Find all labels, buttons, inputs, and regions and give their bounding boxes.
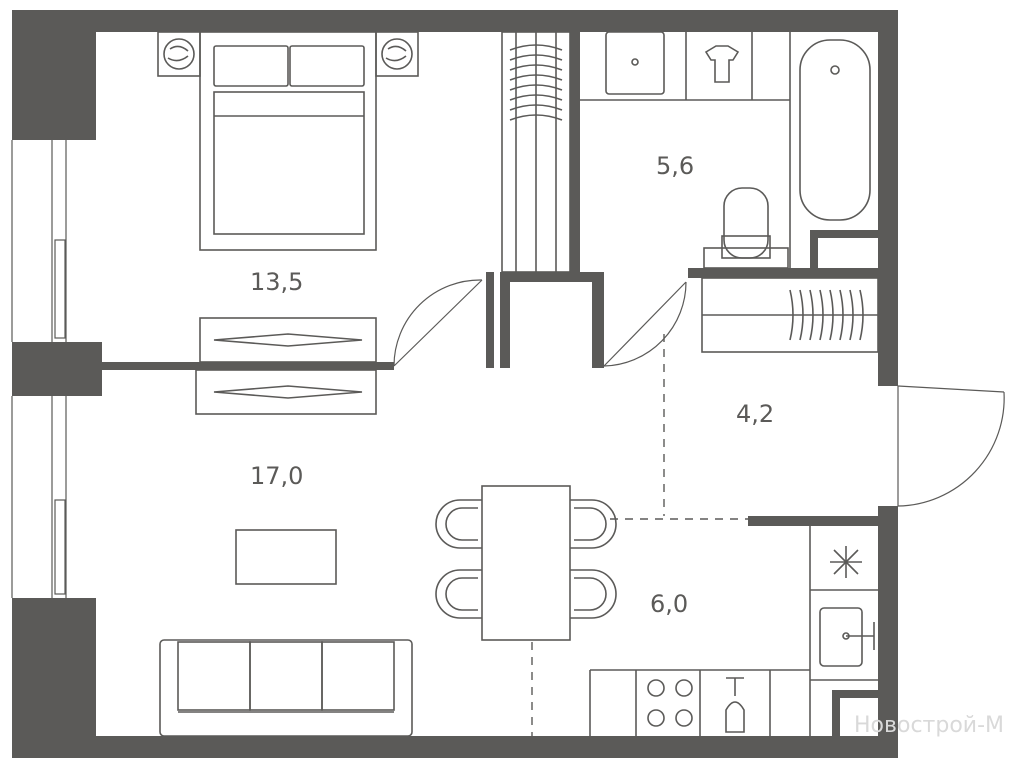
washing-machine-icon bbox=[704, 45, 740, 83]
cooktop bbox=[647, 679, 693, 727]
bathroom-area-label: 5,6 bbox=[656, 152, 694, 180]
watermark-text: Новострой-М bbox=[854, 713, 1004, 738]
coffee-table bbox=[235, 529, 337, 585]
kitchen-sink bbox=[819, 607, 875, 667]
outer-walls bbox=[12, 10, 898, 758]
bedroom-area-label: 13,5 bbox=[250, 268, 303, 296]
wardrobe bbox=[501, 31, 571, 273]
sofa bbox=[159, 639, 413, 737]
bed bbox=[199, 31, 377, 251]
toilet bbox=[703, 187, 789, 269]
dining-chairs bbox=[435, 499, 617, 619]
window-lower bbox=[11, 396, 67, 598]
bathtub bbox=[799, 39, 871, 221]
bathroom-counter bbox=[580, 32, 791, 270]
kitchen-area-label: 6,0 bbox=[650, 590, 688, 618]
hallway-wardrobe bbox=[701, 277, 879, 353]
zone-dividers bbox=[531, 334, 748, 736]
living-room-area-label: 17,0 bbox=[250, 462, 303, 490]
dining-table bbox=[481, 485, 571, 641]
oven-icon bbox=[725, 677, 745, 733]
nightstand-right bbox=[375, 31, 419, 77]
hallway-area-label: 4,2 bbox=[736, 400, 774, 428]
tv-console-living bbox=[195, 369, 377, 415]
entrance-door bbox=[897, 385, 1005, 507]
window-upper bbox=[11, 140, 67, 342]
freezer-icon bbox=[830, 546, 862, 578]
bedroom-door bbox=[393, 279, 483, 367]
kitchen-counter bbox=[589, 526, 878, 736]
bathroom-door bbox=[603, 281, 687, 367]
interior-walls bbox=[102, 32, 898, 736]
tv-console-bedroom bbox=[199, 317, 377, 363]
sink bbox=[605, 31, 665, 95]
nightstand-left bbox=[157, 31, 201, 77]
